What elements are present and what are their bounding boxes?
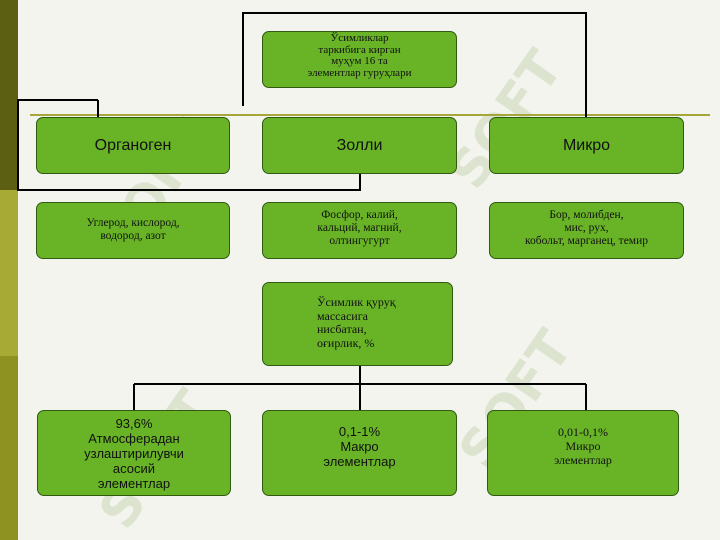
- organogen-elements-text: Углерод, кислород, водород, азот: [86, 217, 180, 242]
- node-basic-elements: 93,6% Атмосферадан узлаштирилувчи асосий…: [37, 410, 231, 496]
- micro-elements-text: 0,01-0,1% Микро элементлар: [554, 425, 612, 467]
- zolli-elements-text: Фосфор, калий, кальций, магний, олтингуг…: [317, 209, 402, 247]
- mikro-elements-text: Бор, молибден, мис, рух, кобольт, марган…: [524, 209, 648, 247]
- macro-elements-text: 0,1-1% Макро элементлар: [323, 423, 396, 469]
- node-top-title: Ўсимликлар таркибига кирган муҳум 16 та …: [262, 31, 457, 88]
- node-micro-elements: 0,01-0,1% Микро элементлар: [487, 410, 679, 496]
- node-macro-elements: 0,1-1% Макро элементлар: [262, 410, 457, 496]
- node-top-text: Ўсимликлар таркибига кирган муҳум 16 та …: [307, 32, 412, 79]
- zolli-label: Золли: [336, 136, 383, 154]
- node-organogen-header: Органоген: [36, 117, 230, 174]
- mikro-label: Микро: [562, 136, 611, 154]
- organogen-label: Органоген: [94, 136, 172, 154]
- node-zolli-header: Золли: [262, 117, 457, 174]
- divider-line: [30, 114, 710, 116]
- basic-elements-text: 93,6% Атмосферадан узлаштирилувчи асосий…: [84, 415, 184, 491]
- node-mikro-header: Микро: [489, 117, 684, 174]
- node-organogen-elements: Углерод, кислород, водород, азот: [36, 202, 230, 259]
- left-accent-stripe: [0, 0, 18, 540]
- node-mikro-elements: Бор, молибден, мис, рух, кобольт, марган…: [489, 202, 684, 259]
- node-zolli-elements: Фосфор, калий, кальций, магний, олтингуг…: [262, 202, 457, 259]
- mass-fraction-text: Ўсимлик қуруқ массасига нисбатан, оғирли…: [317, 295, 396, 350]
- node-mass-fraction: Ўсимлик қуруқ массасига нисбатан, оғирли…: [262, 282, 453, 366]
